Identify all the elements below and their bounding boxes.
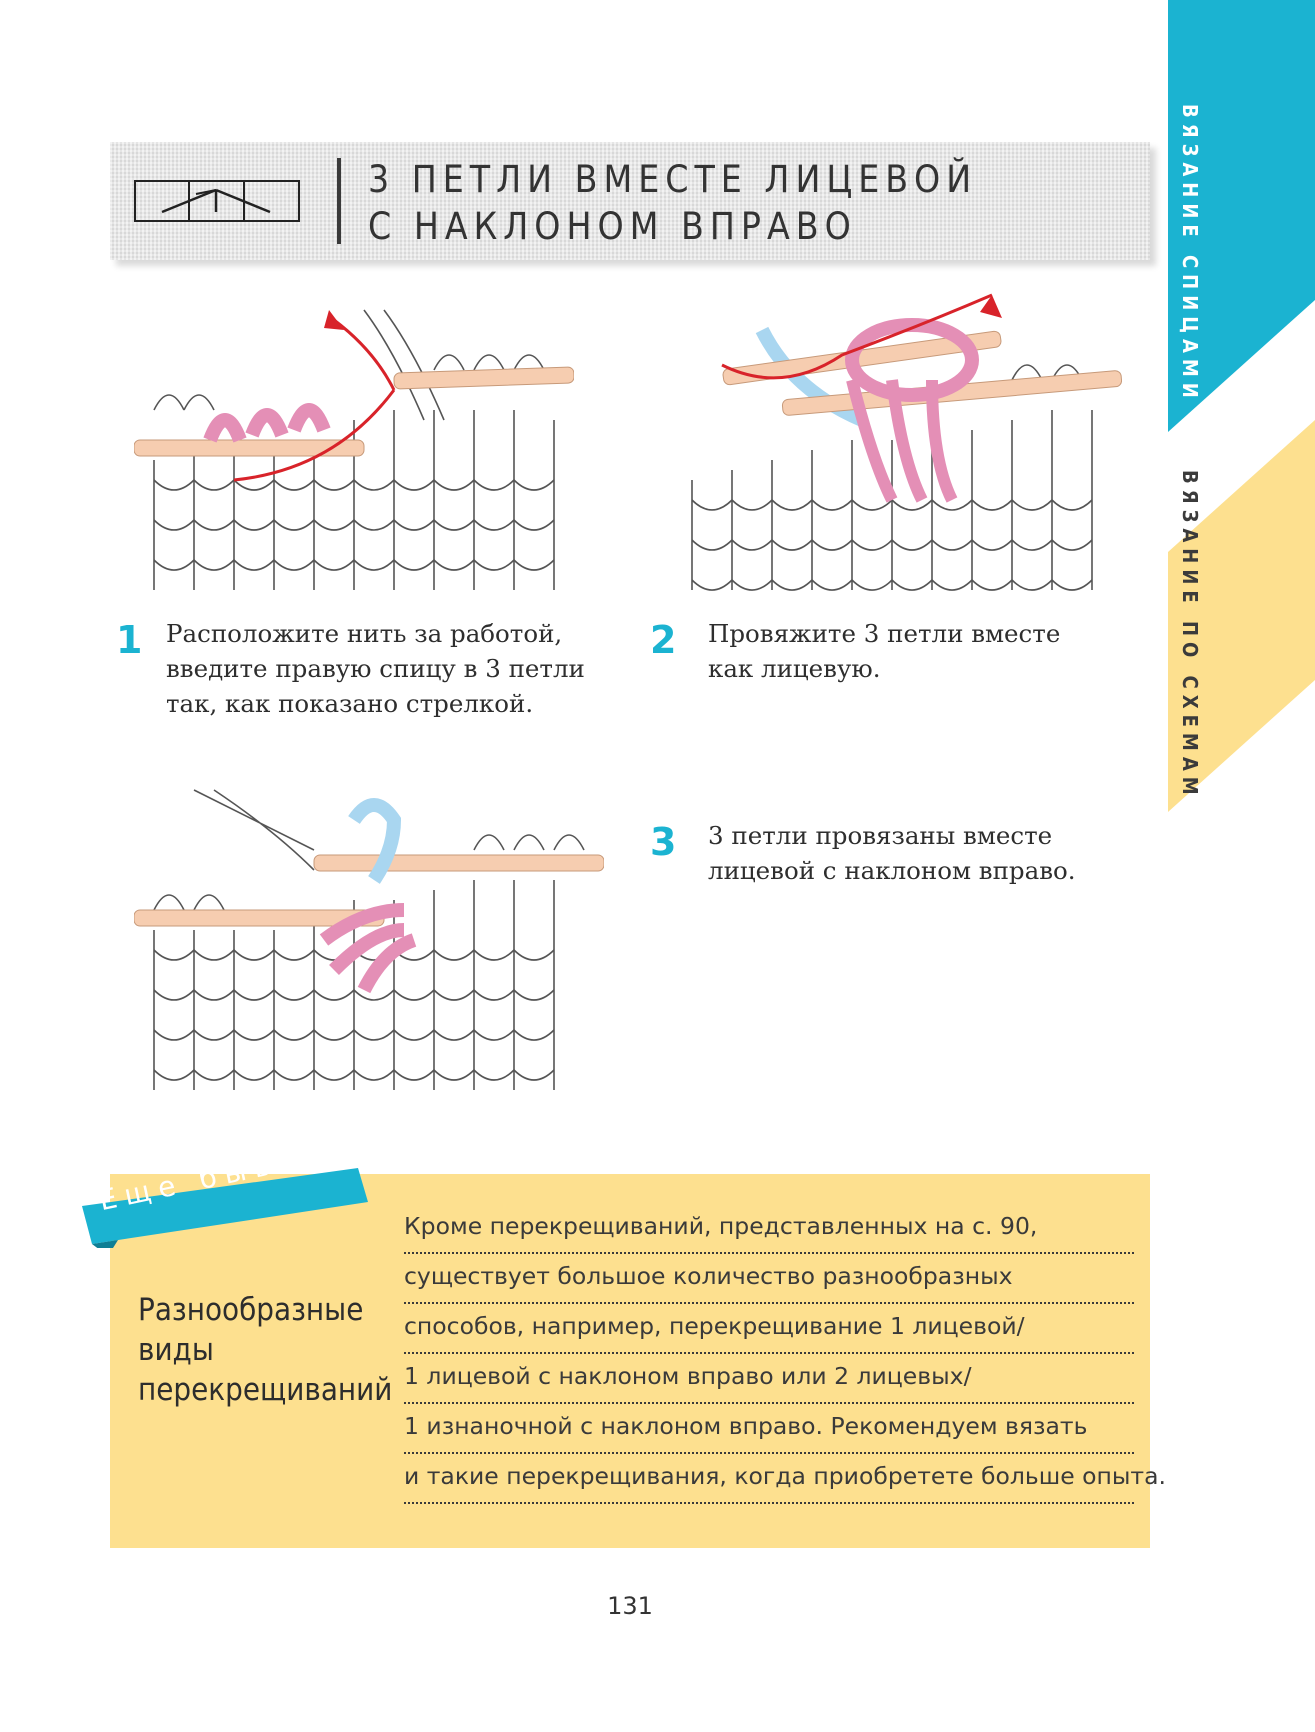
step-3-illustration [134, 780, 604, 1110]
page-title-line-1: 3 ПЕТЛИ ВМЕСТЕ ЛИЦЕВОЙ [368, 156, 1128, 203]
step-1-illustration [134, 290, 574, 610]
step-3-number: 3 [650, 820, 676, 864]
info-line: Кроме перекрещиваний, представленных на … [404, 1204, 1134, 1254]
page-number: 131 [600, 1592, 660, 1620]
info-line: способов, например, перекрещивание 1 лиц… [404, 1304, 1134, 1354]
page-title-line-2: С НАКЛОНОМ ВПРАВО [368, 203, 1128, 250]
step-2-number: 2 [650, 618, 676, 662]
page-title: 3 ПЕТЛИ ВМЕСТЕ ЛИЦЕВОЙ С НАКЛОНОМ ВПРАВО [368, 156, 1128, 250]
info-line: 1 изнаночной с наклоном вправо. Рекоменд… [404, 1404, 1134, 1454]
step-1-number: 1 [116, 618, 142, 662]
info-line: существует большое количество разнообраз… [404, 1254, 1134, 1304]
side-tab-label-knitting: ВЯЗАНИЕ СПИЦАМИ [1178, 104, 1202, 404]
step-3-text: 3 петли провязаны вместе лицевой с накло… [708, 818, 1148, 888]
info-line: 1 лицевой с наклоном вправо или 2 лицевы… [404, 1354, 1134, 1404]
info-box-body: Кроме перекрещиваний, представленных на … [404, 1204, 1134, 1504]
side-tab-label-charts: ВЯЗАНИЕ ПО СХЕМАМ [1178, 470, 1202, 801]
step-2-text: Провяжите 3 петли вместе как лицевую. [708, 616, 1108, 686]
header-divider [337, 158, 341, 244]
step-2-illustration [682, 290, 1122, 610]
chart-symbol-icon [134, 180, 300, 222]
step-1-text: Расположите нить за работой, введите пра… [166, 616, 606, 721]
info-line: и такие перекрещивания, когда приобретет… [404, 1454, 1134, 1504]
info-box-title: Разнообразные виды перекрещиваний [138, 1290, 398, 1410]
